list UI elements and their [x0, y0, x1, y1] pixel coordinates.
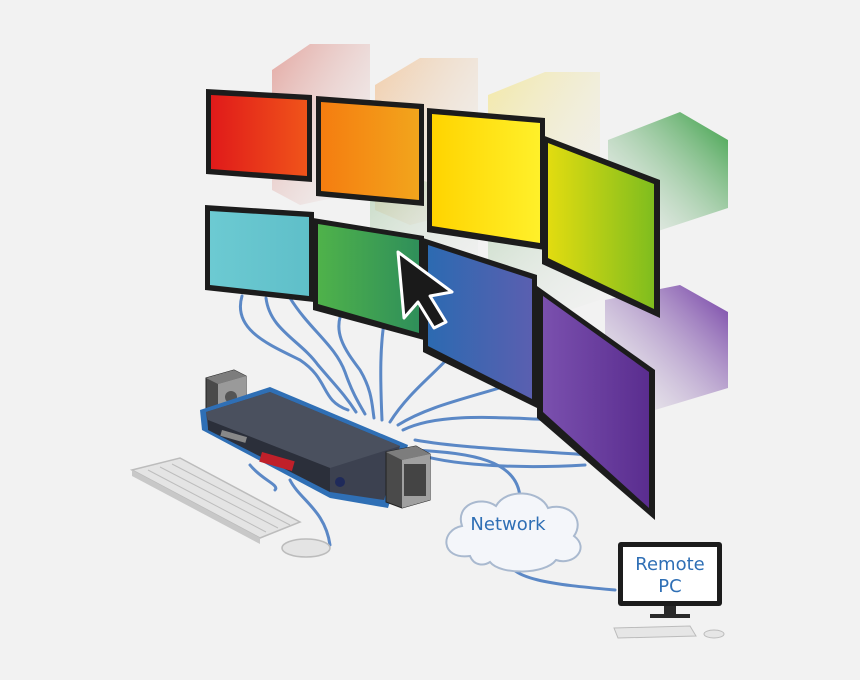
monitor-bottom-blue [423, 238, 537, 408]
monitor-top-yellow [427, 108, 545, 250]
keyboard-icon [613, 625, 697, 639]
keyboard-icon [129, 457, 302, 544]
mouse-pointer-icon [396, 250, 454, 330]
mouse-icon [281, 538, 331, 558]
monitor-bottom-cyan [205, 205, 314, 302]
network-cloud-icon: Network [445, 492, 582, 573]
monitor-bottom-green [313, 218, 424, 340]
monitor-top-red [206, 89, 312, 182]
remote-pc-label-line2: PC [658, 576, 681, 597]
kvm-switch-icon [200, 387, 408, 508]
monitor-top-lime [542, 135, 660, 318]
remote-pc-label-line1: Remote [635, 554, 704, 575]
mouse-icon [703, 629, 725, 639]
speaker-icon [385, 445, 431, 509]
network-label: Network [470, 514, 546, 535]
monitor-bottom-purple [537, 286, 655, 520]
remote-pc-icon: Remote PC [613, 542, 725, 639]
monitor-top-orange [316, 96, 424, 206]
